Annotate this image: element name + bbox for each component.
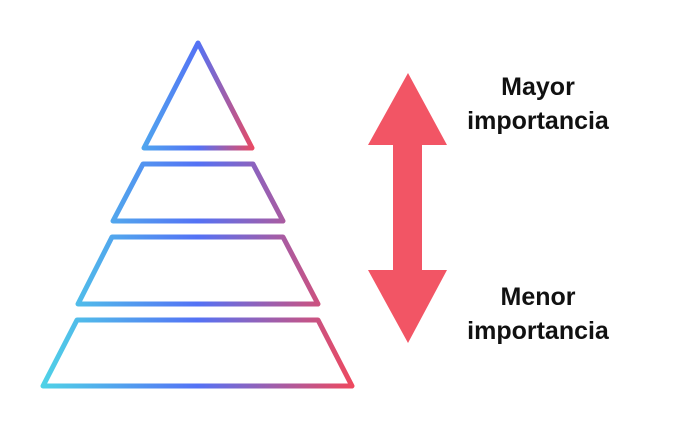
pyramid-tier-4 (40, 317, 355, 389)
pyramid-tier-1 (141, 40, 255, 151)
label-top-line2: importancia (467, 107, 609, 135)
label-bottom-line2: importancia (467, 317, 609, 345)
label-menor-importancia: Menor importancia (453, 280, 623, 348)
pyramid-tier-3 (75, 234, 321, 307)
pyramid-tier-2 (110, 161, 286, 224)
double-arrow-icon (368, 73, 447, 343)
label-bottom-line1: Menor (500, 283, 576, 311)
label-mayor-importancia: Mayor importancia (453, 70, 623, 138)
label-top-line1: Mayor (501, 73, 575, 101)
